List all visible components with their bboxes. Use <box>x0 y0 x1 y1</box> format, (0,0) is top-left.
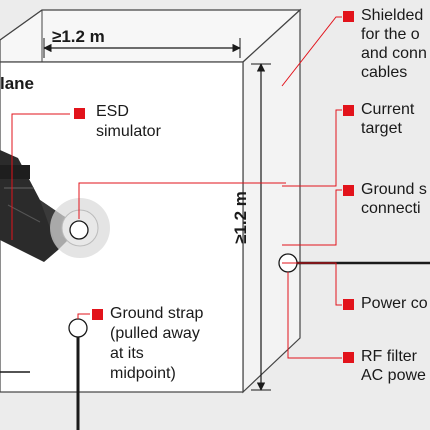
ground-strap-label-2: (pulled away <box>110 325 200 342</box>
red-square-icon <box>343 105 354 116</box>
height-dimension-label: ≥1.2 m <box>230 191 250 244</box>
current-target-label-1: Current <box>361 101 415 118</box>
esd-simulator-label-2: simulator <box>96 123 161 140</box>
current-target-label-2: target <box>361 120 402 137</box>
shielded-room-label-1: Shielded <box>361 7 424 24</box>
leader-lines <box>11 16 342 359</box>
rf-filter-label-2: AC powe <box>361 367 426 384</box>
ground-strap-label-4: midpoint) <box>110 365 176 382</box>
shielded-room-label-3: and conn <box>361 45 427 62</box>
red-square-icon <box>74 108 85 119</box>
shielded-room-label-2: for the o <box>361 26 420 43</box>
red-square-icon <box>343 185 354 196</box>
ground-strap-label-1: Ground strap <box>110 305 204 322</box>
current-target-icon <box>50 198 110 258</box>
width-dimension <box>43 38 241 58</box>
rf-filter-label-1: RF filter <box>361 348 417 365</box>
red-square-icon <box>343 11 354 22</box>
width-dimension-label: ≥1.2 m <box>52 27 105 46</box>
height-dimension <box>251 63 271 391</box>
power-cord-label: Power co <box>361 295 428 312</box>
shielded-room-label-4: cables <box>361 64 408 81</box>
ground-strap-connection-label-2: connecti <box>361 200 421 217</box>
ground-strap-icon <box>68 318 88 338</box>
ground-strap-label-3: at its <box>110 345 144 362</box>
red-square-icon <box>343 299 354 310</box>
red-square-icon <box>92 309 103 320</box>
red-square-icon <box>343 352 354 363</box>
ground-strap-connection-label-1: Ground s <box>361 181 427 198</box>
esd-simulator-label-1: ESD <box>96 103 129 120</box>
plane-label: lane <box>0 74 35 93</box>
